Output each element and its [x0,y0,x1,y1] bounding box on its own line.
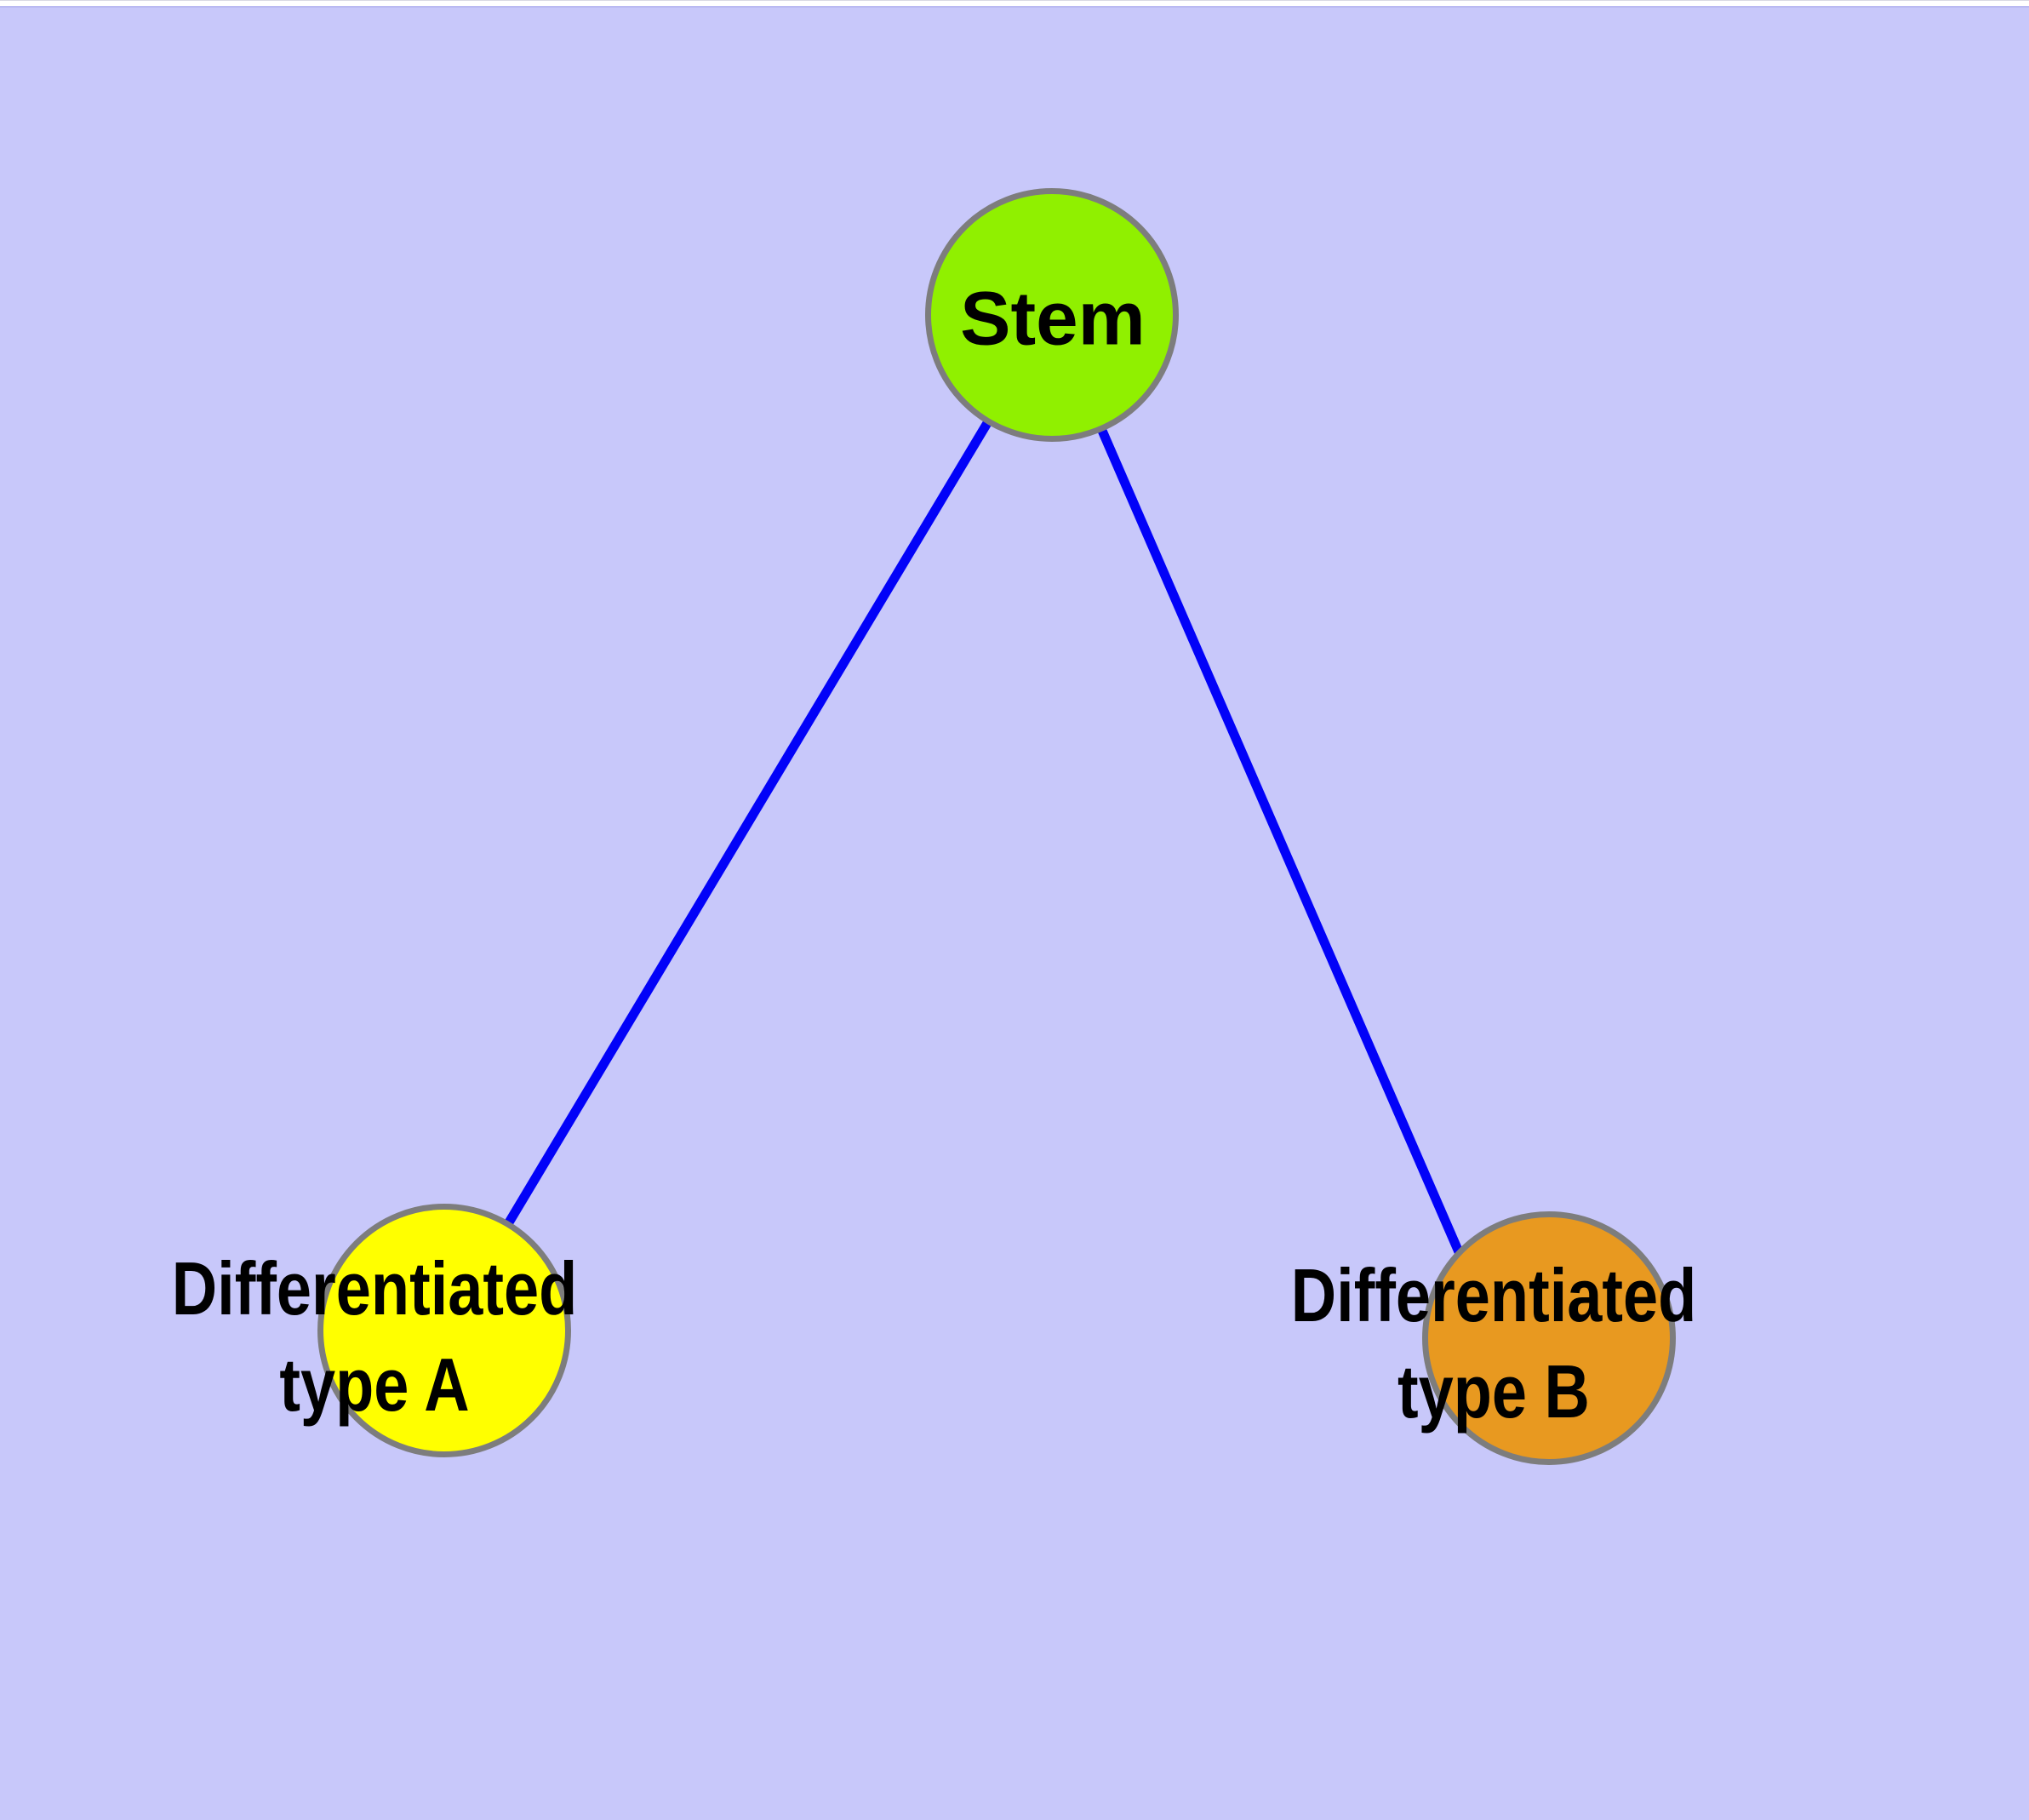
node-type-b-label: Differentiated type B [1291,1247,1696,1439]
node-stem [925,188,1179,442]
edge-stem-to-type-a [440,312,1056,1333]
node-type-b-label-line2: type B [1397,1349,1590,1434]
node-type-a-label-line1: Differentiated [171,1246,578,1331]
node-differentiated-type-a [317,1204,571,1457]
node-type-a-label: Differentiated type A [172,1240,577,1433]
window-top-strip [0,0,2029,8]
node-type-b-label-line1: Differentiated [1290,1253,1697,1337]
edge-stem-to-type-b [1047,312,1501,1341]
node-differentiated-type-b [1422,1211,1676,1465]
node-type-a-label-line2: type A [279,1342,470,1427]
node-stem-label: Stem [960,275,1146,361]
